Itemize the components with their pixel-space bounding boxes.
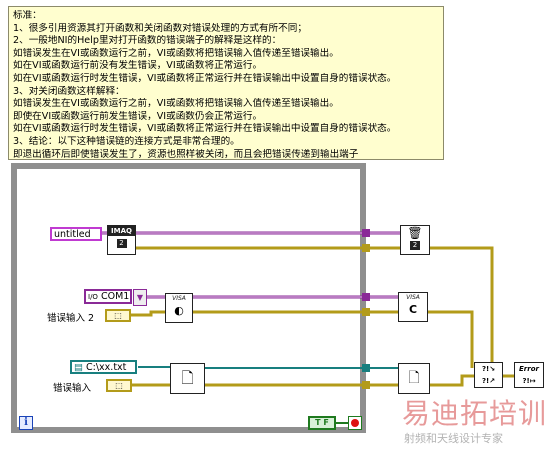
file-error-wire-out [430, 374, 474, 387]
serial-port-icon: ◐ [174, 304, 184, 317]
visa-close-label: VISA [406, 294, 420, 301]
imaq-name-text: untitled [54, 229, 91, 240]
boolean-constant[interactable]: T F [308, 416, 336, 430]
error-handler-icon: ?!↦ [522, 377, 536, 385]
iteration-glyph: i [24, 417, 28, 428]
boolean-constant-text: T F [315, 418, 329, 427]
error-cluster-glyph: ⬚ [114, 311, 122, 320]
visa-error-in-wire [131, 310, 165, 317]
note-line: 标准： [13, 10, 42, 21]
watermark-main: 易迪拓培训 [402, 397, 548, 430]
visa-dropdown-arrow-icon[interactable]: ▼ [133, 289, 147, 306]
note-line: 即使在VI或函数运行前发生错误，VI或函数仍会正常运行。 [13, 110, 263, 122]
visa-resource-text: COM1 [100, 291, 130, 302]
imaq-label: IMAQ [108, 226, 135, 236]
label-note: 标准： 1、很多引用资源其打开函数和关闭函数对错误处理的方式有所不同； 2、一般… [8, 6, 444, 160]
merge-errors-icon: ?!↘ [481, 365, 496, 373]
imaq-create-vi[interactable]: IMAQ 2 [107, 225, 136, 255]
close-file-vi[interactable]: 🗋 [398, 363, 430, 394]
error-text-icon: Error [519, 365, 539, 373]
error-in-2-label: 错误输入 2 [47, 313, 95, 324]
visa-error-wire-out [428, 310, 474, 368]
error-in-terminal[interactable]: ⬚ [106, 379, 132, 392]
path-icon: ▤ [74, 362, 83, 373]
error-in-label: 错误输入 [53, 383, 92, 394]
visa-error-tunnel [362, 308, 370, 316]
imaq-tunnel [362, 229, 370, 237]
open-file-vi[interactable]: 🗋 [170, 363, 205, 394]
file-page-icon: 🗋 [181, 369, 194, 387]
note-line: 3、对关闭函数这样解释： [13, 85, 125, 97]
error-cluster-glyph: ⬚ [115, 381, 123, 390]
visa-resource-icon: I/O [88, 293, 98, 301]
trash-icon: 🗑 [407, 226, 423, 240]
imaq-error-tunnel [362, 244, 370, 252]
note-line: 1、很多引用资源其打开函数和关闭函数对错误处理的方式有所不同； [13, 22, 307, 34]
loop-stop-terminal[interactable] [348, 416, 362, 430]
file-path-text: C:\xx.txt [86, 362, 127, 373]
imaq-name-constant[interactable]: untitled [50, 227, 102, 241]
imaq-dispose-vi[interactable]: 🗑 2 [400, 225, 430, 255]
merge-errors-vi[interactable]: ?!↘ ?!↗ [474, 362, 503, 388]
note-line: 即退出循环后即使错误发生了，资源也照样被关闭，而且会把错误传递到输出端子 [13, 148, 359, 160]
simple-error-handler-vi[interactable]: Error ?!↦ [514, 362, 544, 388]
file-tunnel [362, 364, 370, 372]
stop-icon [351, 419, 359, 427]
imaq-error-wire-out [430, 246, 494, 376]
visa-tunnel [362, 293, 370, 301]
loop-iteration-terminal[interactable]: i [19, 416, 33, 430]
watermark-sub: 射频和天线设计专家 [404, 432, 503, 445]
error-in-2-terminal[interactable]: ⬚ [105, 309, 131, 322]
imaq-dispose-glyph-icon: 2 [410, 241, 420, 250]
note-line: 如错误发生在VI或函数运行之前，VI或函数将把错误输入值传递至错误输出。 [13, 98, 339, 110]
note-line: 如在VI或函数运行时发生错误，VI或函数将正常运行并在错误输出中设置自身的错误状… [13, 72, 397, 84]
visa-label: VISA [172, 295, 186, 302]
file-error-tunnel [362, 381, 370, 389]
merge-errors-icon-2: ?!↗ [481, 377, 496, 385]
note-line: 如在VI或函数运行前没有发生错误，VI或函数将正常运行。 [13, 60, 263, 72]
imaq-glyph-icon: 2 [116, 239, 127, 248]
file-path-constant[interactable]: ▤ C:\xx.txt [70, 360, 137, 374]
note-line: 如错误发生在VI或函数运行之前，VI或函数将把错误输入值传递至错误输出。 [13, 47, 339, 59]
visa-close-vi[interactable]: VISA C [398, 292, 428, 322]
file-close-icon: 🗋 [408, 370, 420, 386]
note-line: 如在VI或函数运行时发生错误，VI或函数将正常运行并在错误输出中设置自身的错误状… [13, 123, 397, 135]
visa-resource-constant[interactable]: I/O COM1 [84, 289, 132, 304]
note-line: 2、一般地NI的Help里对打开函数的错误端子的解释是这样的： [13, 35, 282, 47]
close-c-icon: C [408, 303, 418, 316]
note-line: 3、结论：以下这种错误链的连接方式是非常合理的。 [13, 135, 240, 147]
visa-configure-vi[interactable]: VISA ◐ [165, 293, 193, 323]
